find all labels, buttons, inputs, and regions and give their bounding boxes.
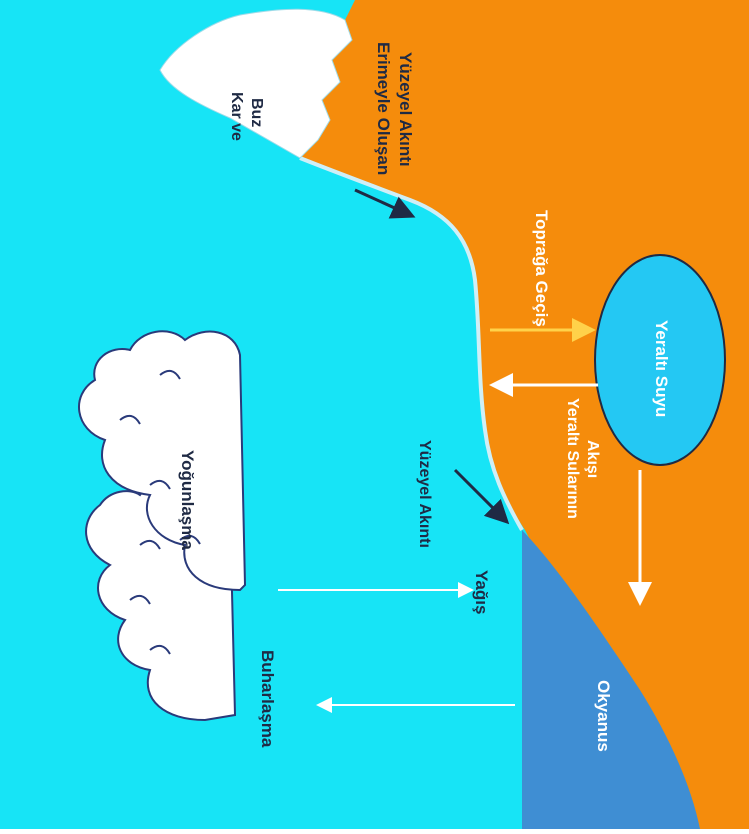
groundwater-ellipse bbox=[594, 254, 726, 466]
melt-runoff-label-2: Yüzeyel Akıntı bbox=[396, 52, 415, 167]
ocean-area bbox=[522, 530, 700, 829]
groundwater-label: Yeraltı Suyu bbox=[652, 320, 671, 417]
evaporation-label: Buharlaşma bbox=[258, 650, 277, 748]
snow-ice-label-1: Kar ve bbox=[228, 92, 245, 141]
cloud-right bbox=[78, 330, 247, 592]
precipitation-label: Yağış bbox=[472, 570, 491, 614]
cloud-left-swirls bbox=[129, 504, 196, 655]
melt-runoff-arrow bbox=[354, 188, 416, 219]
melt-runoff-label-1: Erimeyle Oluşan bbox=[374, 42, 393, 175]
ocean-label: Okyanus bbox=[594, 680, 613, 752]
cloud-right-swirls bbox=[119, 369, 201, 545]
groundwater-flow-label-1: Yeraltı Sularının bbox=[564, 398, 581, 519]
snow-ice-label-2: Buz bbox=[248, 98, 265, 127]
surface-runoff-arrow bbox=[453, 468, 510, 525]
land-area bbox=[300, 0, 749, 829]
condensation-label: Yoğunlaşma bbox=[178, 450, 197, 550]
groundwater-flow-label-2: Akışı bbox=[584, 440, 601, 478]
snow-cap bbox=[159, 8, 353, 159]
infiltration-label: Toprağa Geçiş bbox=[532, 210, 551, 327]
land-surface-outline bbox=[299, 156, 524, 531]
surface-runoff-label: Yüzeyel Akıntı bbox=[416, 440, 433, 548]
